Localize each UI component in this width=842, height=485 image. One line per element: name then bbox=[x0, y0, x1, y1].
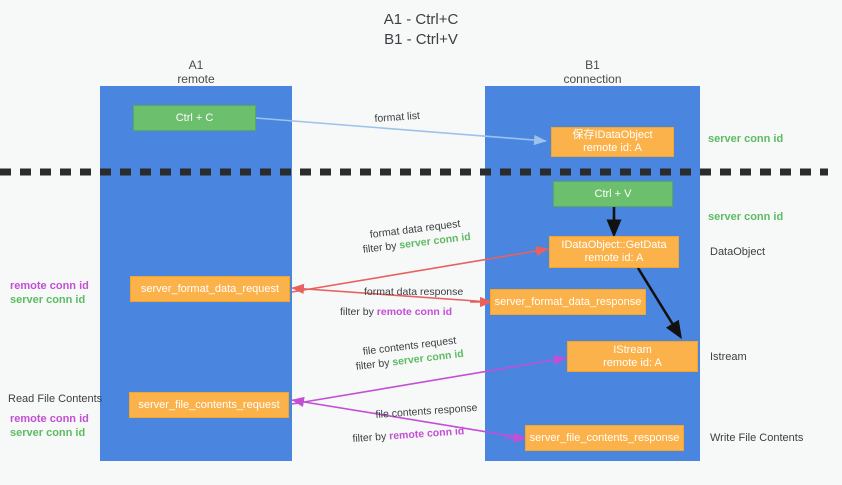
box-ctrl-c-line1: Ctrl + C bbox=[175, 111, 214, 124]
box-server-format-data-request-label: server_format_data_request bbox=[140, 282, 280, 295]
label-istream: Istream bbox=[710, 351, 747, 363]
label-server-conn-id-mid: server conn id bbox=[708, 211, 784, 223]
box-server-file-contents-request-label: server_file_contents_request bbox=[138, 398, 280, 411]
edge-label-format-data-response-line1: format data response bbox=[364, 286, 464, 298]
column-header-b1-sub: connection bbox=[563, 72, 622, 86]
label-file-remote-conn-id: remote conn id bbox=[10, 413, 89, 425]
label-format-remote-conn-id: remote conn id bbox=[10, 280, 89, 292]
box-idataobject-getdata[interactable]: IDataObject::GetData remote id: A bbox=[549, 236, 679, 268]
box-server-file-contents-request[interactable]: server_file_contents_request bbox=[129, 392, 289, 418]
column-header-a1: A1 remote bbox=[100, 58, 292, 86]
box-save-idataobject-line2: remote id: A bbox=[583, 142, 642, 154]
box-ctrl-v-line1: Ctrl + V bbox=[594, 187, 632, 200]
box-save-idataobject-line1: 保存IDataObject bbox=[572, 129, 653, 141]
column-header-a1-name: A1 bbox=[188, 58, 204, 72]
title-line-1: A1 - Ctrl+C bbox=[383, 11, 459, 28]
edge-label-file-contents-response-highlight: remote conn id bbox=[388, 425, 465, 443]
edge-label-format-data-response-highlight: remote conn id bbox=[376, 306, 453, 318]
box-idataobject-getdata-line2: remote id: A bbox=[584, 252, 644, 264]
page-title: A1 - Ctrl+C B1 - Ctrl+V bbox=[0, 10, 842, 50]
edge-label-format-data-response-line2: filter by remote conn id bbox=[340, 305, 452, 319]
box-ctrl-c[interactable]: Ctrl + C bbox=[133, 105, 256, 131]
edge-label-file-contents-response-prefix: filter by bbox=[352, 430, 390, 445]
label-dataobject: DataObject bbox=[710, 246, 766, 258]
edge-label-format-data-request-prefix: filter by bbox=[362, 239, 401, 256]
edge-label-file-contents-response-line1: file contents response bbox=[375, 401, 478, 421]
box-server-file-contents-response[interactable]: server_file_contents_response bbox=[525, 425, 684, 451]
box-istream-line1: IStream bbox=[613, 343, 652, 356]
box-idataobject-getdata-line1: IDataObject::GetData bbox=[561, 239, 667, 251]
box-server-format-data-response[interactable]: server_format_data_response bbox=[490, 289, 646, 315]
box-server-format-data-request[interactable]: server_format_data_request bbox=[130, 276, 290, 302]
box-save-idataobject[interactable]: 保存IDataObject remote id: A bbox=[551, 127, 674, 157]
edge-label-format-data-response-prefix: filter by bbox=[340, 306, 377, 318]
edge-label-file-contents-request-prefix: filter by bbox=[355, 356, 394, 373]
box-ctrl-v[interactable]: Ctrl + V bbox=[553, 181, 673, 207]
label-file-server-conn-id: server conn id bbox=[10, 427, 86, 439]
title-line-2: B1 - Ctrl+V bbox=[384, 31, 458, 48]
label-write-file-contents: Write File Contents bbox=[710, 432, 804, 444]
column-header-b1-name: B1 bbox=[585, 58, 600, 72]
box-server-format-data-response-label: server_format_data_response bbox=[494, 295, 642, 308]
box-istream-line2: remote id: A bbox=[603, 356, 662, 369]
label-read-file-contents: Read File Contents bbox=[8, 393, 103, 405]
label-server-conn-id-top: server conn id bbox=[708, 133, 784, 145]
column-header-b1: B1 connection bbox=[485, 58, 700, 86]
column-header-a1-sub: remote bbox=[177, 72, 215, 86]
label-format-server-conn-id: server conn id bbox=[10, 294, 86, 306]
box-server-file-contents-response-label: server_file_contents_response bbox=[529, 431, 680, 444]
edge-label-file-contents-response-line2: filter by remote conn id bbox=[352, 424, 465, 446]
edge-label-format-list: format list bbox=[374, 109, 421, 125]
box-istream[interactable]: IStream remote id: A bbox=[567, 341, 698, 372]
